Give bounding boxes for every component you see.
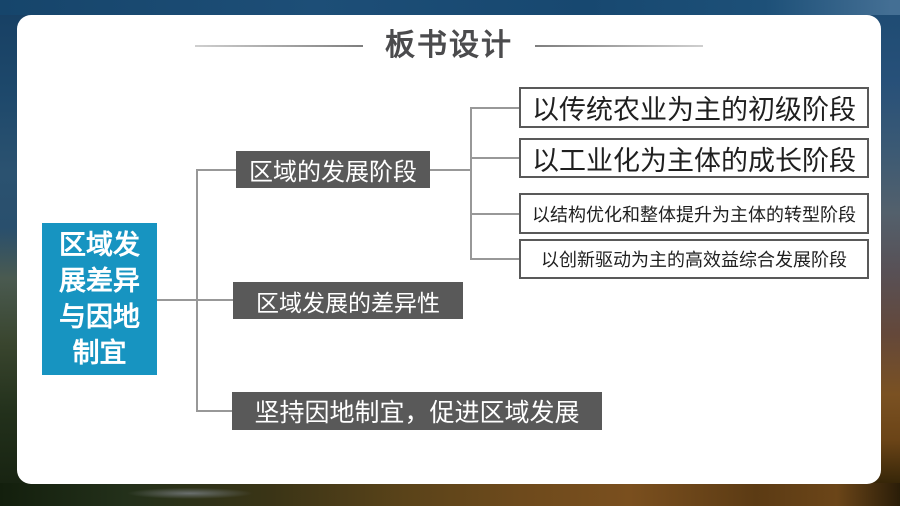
root-node-line-4: 制宜 bbox=[72, 338, 127, 368]
photo-border-top bbox=[0, 0, 900, 15]
leaf-node-growth-stage: 以工业化为主体的成长阶段 bbox=[519, 138, 869, 178]
connector-stub-branch-1 bbox=[196, 169, 236, 171]
root-node-line-3: 与因地 bbox=[59, 302, 140, 332]
connector-branch1-to-trunk bbox=[430, 169, 470, 171]
title-divider-left bbox=[195, 45, 363, 47]
connector-leaf-vertical bbox=[470, 107, 472, 259]
connector-trunk-vertical bbox=[196, 169, 198, 411]
connector-stub-leaf-3 bbox=[470, 213, 519, 215]
root-node-line-2: 展差异 bbox=[59, 266, 140, 296]
leaf-node-innovation-stage: 以创新驱动为主的高效益综合发展阶段 bbox=[519, 239, 869, 279]
title-divider-right bbox=[535, 45, 703, 47]
slide-header: 板书设计 bbox=[17, 29, 881, 63]
connector-stub-branch-3 bbox=[196, 410, 232, 412]
branch-node-development-stages: 区域的发展阶段 bbox=[236, 151, 430, 188]
photo-border-bottom bbox=[0, 483, 900, 506]
connector-root-to-trunk bbox=[157, 299, 233, 301]
slide-title: 板书设计 bbox=[385, 29, 513, 62]
branch-node-regional-differences: 区域发展的差异性 bbox=[233, 282, 463, 319]
leaf-node-primary-stage: 以传统农业为主的初级阶段 bbox=[519, 87, 869, 128]
connector-stub-leaf-1 bbox=[470, 107, 519, 109]
branch-node-local-conditions: 坚持因地制宜，促进区域发展 bbox=[232, 392, 602, 430]
root-node-line-1: 区域发 bbox=[59, 230, 140, 260]
root-node: 区域发 展差异 与因地 制宜 bbox=[42, 223, 157, 375]
leaf-node-transition-stage: 以结构优化和整体提升为主体的转型阶段 bbox=[519, 193, 869, 234]
connector-stub-leaf-2 bbox=[470, 157, 519, 159]
connector-stub-leaf-4 bbox=[470, 258, 519, 260]
